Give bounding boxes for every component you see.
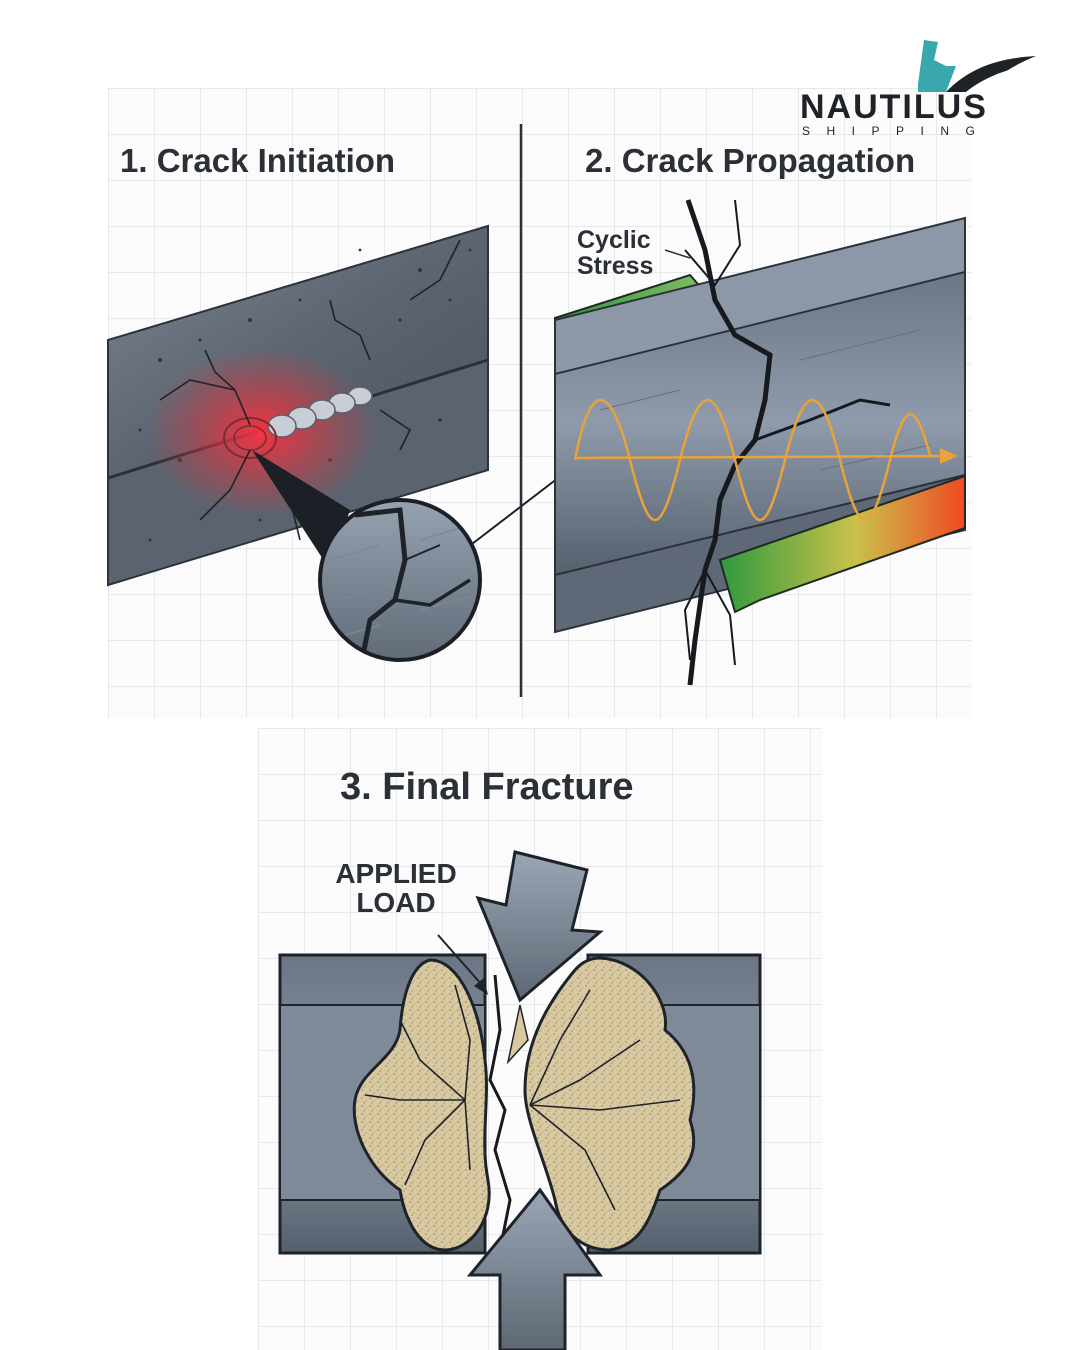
fracture-beam [278, 850, 762, 1350]
logo-tagline: SHIPPING [802, 124, 992, 138]
ship-bow-icon [918, 40, 1036, 92]
initiation-beam [107, 224, 489, 587]
cyclic-stress-line2: Stress [577, 251, 654, 280]
propagation-beam [554, 199, 966, 686]
applied-load-line2: LOAD [356, 886, 436, 918]
fracture-title: 3. Final Fracture [340, 766, 634, 808]
applied-load-label: APPLIED LOAD [326, 858, 466, 918]
cyclic-stress-label: Cyclic Stress [577, 226, 654, 280]
logo-wordmark: NAUTILUS [800, 88, 988, 126]
initiation-title: 1. Crack Initiation [120, 142, 396, 179]
cyclic-stress-line1: Cyclic [577, 226, 651, 254]
applied-load-line1: APPLIED [335, 858, 457, 889]
magnifier-lens [318, 498, 482, 662]
propagation-title: 2. Crack Propagation [585, 142, 916, 179]
